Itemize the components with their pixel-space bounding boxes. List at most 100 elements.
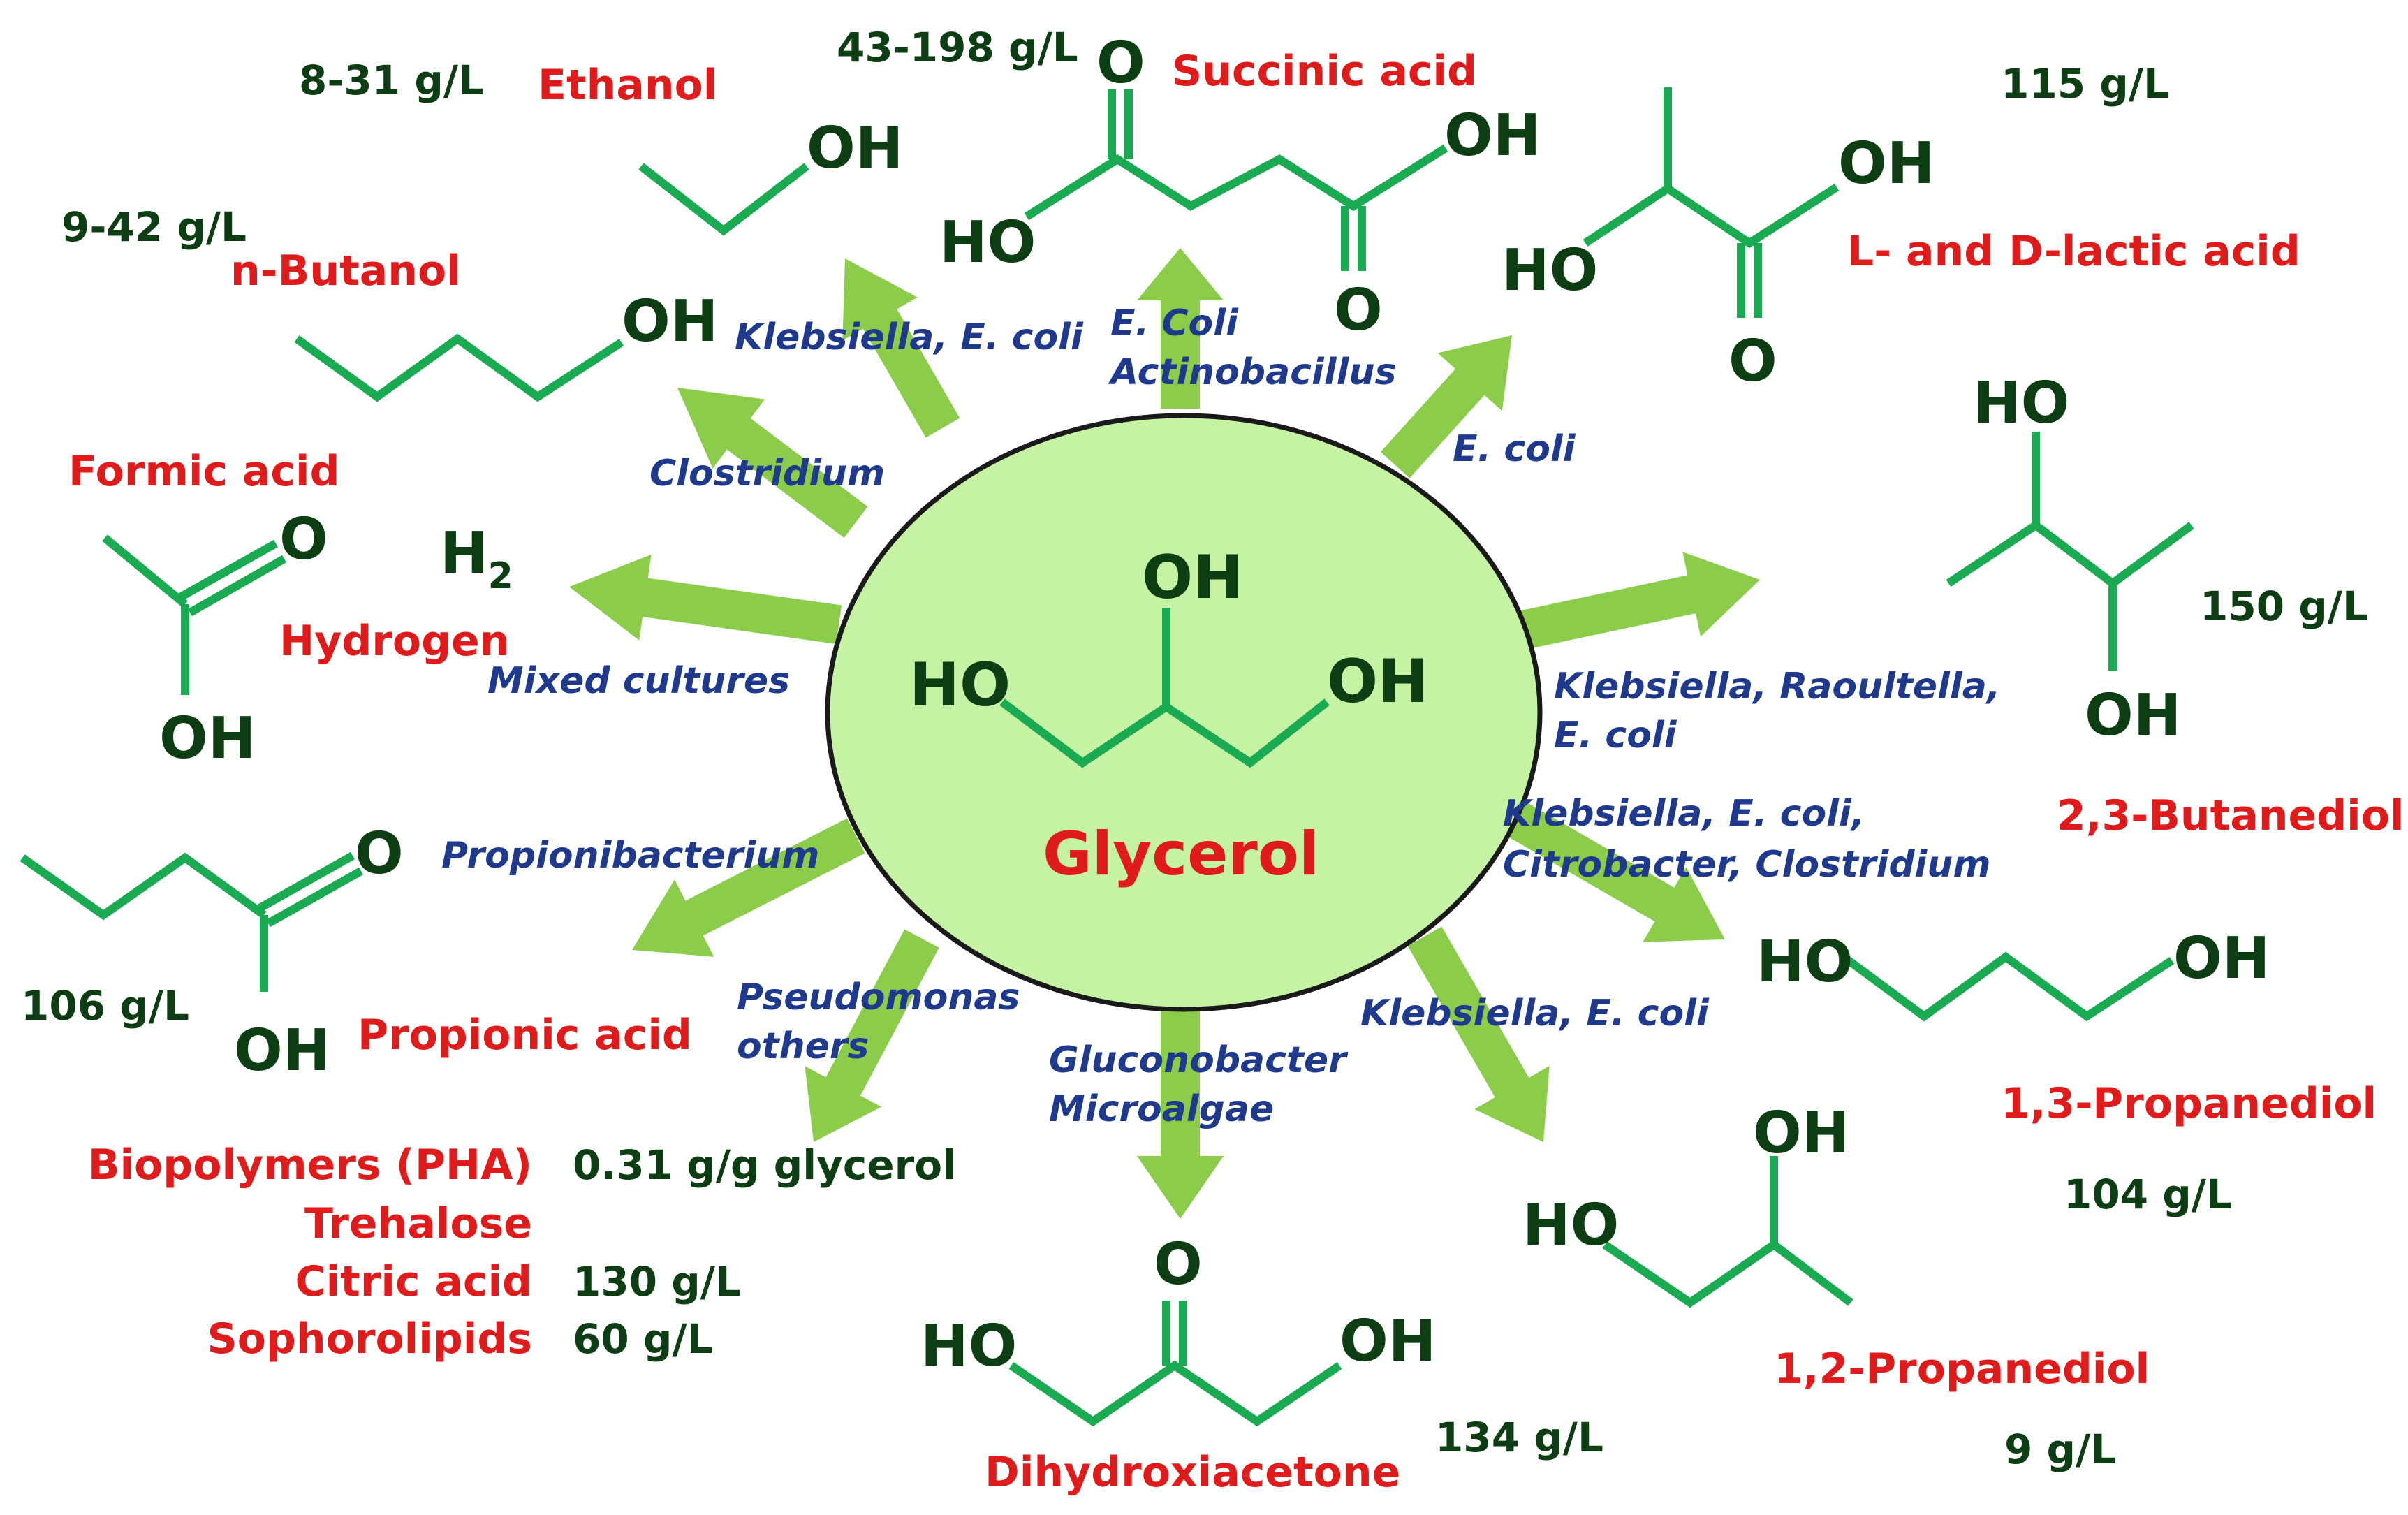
- lactic-atom-o: O: [1728, 328, 1777, 395]
- product-butanediol23: HO OH 2,3-Butanediol 150 g/L: [1946, 370, 2405, 840]
- glycerol-atom-oh-right: OH: [1327, 647, 1428, 717]
- hydrogen-formula-sub: 2: [488, 555, 513, 597]
- arrow-pseudomonas: [805, 929, 939, 1142]
- butanol-bonds: [294, 333, 624, 402]
- butanediol23-name: 2,3-Butanediol: [2057, 791, 2405, 840]
- propanediol13-name: 1,3-Propanediol: [2001, 1079, 2377, 1128]
- succinic-atom-ho: HO: [939, 210, 1036, 276]
- propionic-atom-oh: OH: [234, 1018, 330, 1084]
- propionic-yield: 106 g/L: [21, 982, 189, 1030]
- butanol-yield: 9-42 g/L: [61, 203, 247, 251]
- succinic-bonds: [1024, 144, 1448, 221]
- succinic-yield: 43-198 g/L: [837, 24, 1078, 71]
- arrow-propanediol12: [1407, 926, 1550, 1142]
- succinic-atom-o-top: O: [1096, 30, 1145, 96]
- glycerol-center: HO OH OH Glycerol: [825, 413, 1543, 1012]
- pha-name: Biopolymers (PHA): [88, 1141, 532, 1190]
- org-ethanol: Klebsiella, E. coli: [735, 316, 1084, 358]
- propionic-atom-o: O: [355, 821, 404, 887]
- product-formic: O OH Formic acid: [68, 447, 339, 772]
- lactic-name: L- and D-lactic acid: [1847, 227, 2300, 276]
- ethanol-bonds: [638, 163, 809, 236]
- org-pseudomonas-1: Pseudomonas: [737, 976, 1020, 1018]
- formic-atom-o: O: [279, 506, 328, 573]
- product-propanediol13: HO OH 1,3-Propanediol 104 g/L: [1756, 925, 2377, 1218]
- lactic-yield: 115 g/L: [2001, 60, 2169, 108]
- propanediol13-atom-ho: HO: [1756, 929, 1853, 995]
- org-lactic: E. coli: [1453, 428, 1576, 470]
- org-dha-2: Microalgae: [1049, 1088, 1274, 1130]
- glycerol-label: Glycerol: [1043, 819, 1319, 889]
- formic-dbond-b: [188, 555, 286, 617]
- succinic-atom-o-bottom: O: [1334, 277, 1383, 344]
- hydrogen-formula-main: H: [440, 520, 488, 587]
- ethanol-yield: 8-31 g/L: [299, 57, 484, 104]
- arrow-succinic: [1137, 248, 1224, 409]
- propionic-dbond-b: [266, 867, 363, 928]
- dha-atom-oh: OH: [1339, 1308, 1436, 1375]
- propanediol13-yield: 104 g/L: [2064, 1171, 2232, 1218]
- arrow-propionic: [632, 818, 865, 957]
- product-succinic: O HO OH O Succinic acid 43-198 g/L: [837, 24, 1541, 344]
- arrow-propanediol13: [1485, 789, 1725, 942]
- ethanol-name: Ethanol: [538, 61, 717, 110]
- dha-atom-ho: HO: [920, 1313, 1017, 1379]
- propanediol12-atom-ho: HO: [1522, 1192, 1619, 1259]
- propanediol12-atom-oh: OH: [1753, 1100, 1849, 1166]
- succinic-name: Succinic acid: [1172, 47, 1477, 96]
- arrow-butanol: [677, 388, 868, 538]
- trehalose-name: Trehalose: [304, 1199, 532, 1248]
- dha-atom-o: O: [1154, 1231, 1203, 1298]
- org-butanediol23-2: E. coli: [1554, 715, 1677, 756]
- org-propionic: Propionibacterium: [441, 835, 819, 877]
- glycerol-atom-ho: HO: [909, 650, 1011, 720]
- product-propionic: O OH Propionic acid 106 g/L: [20, 821, 692, 1084]
- formic-name: Formic acid: [68, 447, 339, 496]
- hydrogen-formula: H2: [440, 520, 513, 597]
- butanediol23-atom-ho: HO: [1973, 370, 2069, 437]
- org-butanediol23-1: Klebsiella, Raoultella,: [1554, 666, 2001, 708]
- citric-yield: 130 g/L: [573, 1258, 741, 1305]
- sophorolipids-name: Sophorolipids: [207, 1315, 532, 1363]
- ethanol-atom-oh: OH: [807, 115, 903, 182]
- arrow-ethanol: [842, 258, 960, 438]
- lactic-bonds: [1583, 183, 1840, 249]
- propionic-name: Propionic acid: [358, 1011, 692, 1060]
- dha-name: Dihydroxiacetone: [985, 1448, 1400, 1497]
- hydrogen-name: Hydrogen: [279, 617, 509, 666]
- pha-yield: 0.31 g/g glycerol: [573, 1141, 956, 1189]
- butanol-name: n-Butanol: [230, 247, 461, 295]
- citric-name: Citric acid: [295, 1257, 532, 1306]
- org-propanediol13-2: Citrobacter, Clostridium: [1503, 844, 1991, 886]
- product-hydrogen: H2 Hydrogen: [279, 520, 513, 666]
- org-dha-1: Gluconobacter: [1049, 1039, 1349, 1081]
- propanediol12-name: 1,2-Propanediol: [1774, 1345, 2150, 1393]
- butanol-atom-oh: OH: [622, 288, 718, 355]
- org-pseudomonas-2: others: [737, 1025, 869, 1067]
- propanediol12-yield: 9 g/L: [2004, 1426, 2116, 1473]
- arrow-hydrogen: [569, 554, 842, 645]
- propanediol13-atom-oh: OH: [2173, 925, 2270, 992]
- formic-atom-oh: OH: [159, 705, 256, 772]
- butanediol23-atom-oh: OH: [2085, 682, 2181, 749]
- butanediol23-bonds: [1946, 520, 2194, 589]
- product-list-bottom-left: Biopolymers (PHA) 0.31 g/g glycerol Treh…: [88, 1141, 956, 1363]
- arrow-butanediol23: [1513, 552, 1760, 651]
- organism-labels: Klebsiella, E. coli E. Coli Actinobacill…: [441, 302, 2001, 1130]
- org-hydrogen: Mixed cultures: [487, 660, 790, 702]
- org-succinic-1: E. Coli: [1110, 302, 1239, 344]
- sophorolipids-yield: 60 g/L: [573, 1315, 713, 1363]
- product-dha: O HO OH Dihydroxiacetone 134 g/L: [920, 1231, 1603, 1497]
- lactic-atom-ho: HO: [1502, 237, 1598, 304]
- dha-yield: 134 g/L: [1435, 1414, 1603, 1461]
- product-butanol: OH n-Butanol 9-42 g/L: [61, 203, 718, 402]
- arrows: [569, 248, 1760, 1219]
- formic-bond-1: [102, 534, 188, 608]
- succinic-atom-oh: OH: [1444, 103, 1541, 169]
- org-butanol: Clostridium: [649, 453, 885, 495]
- arrow-lactic: [1380, 335, 1512, 478]
- org-propanediol13-1: Klebsiella, E. coli,: [1503, 793, 1865, 835]
- propionic-dbond-a: [258, 851, 355, 912]
